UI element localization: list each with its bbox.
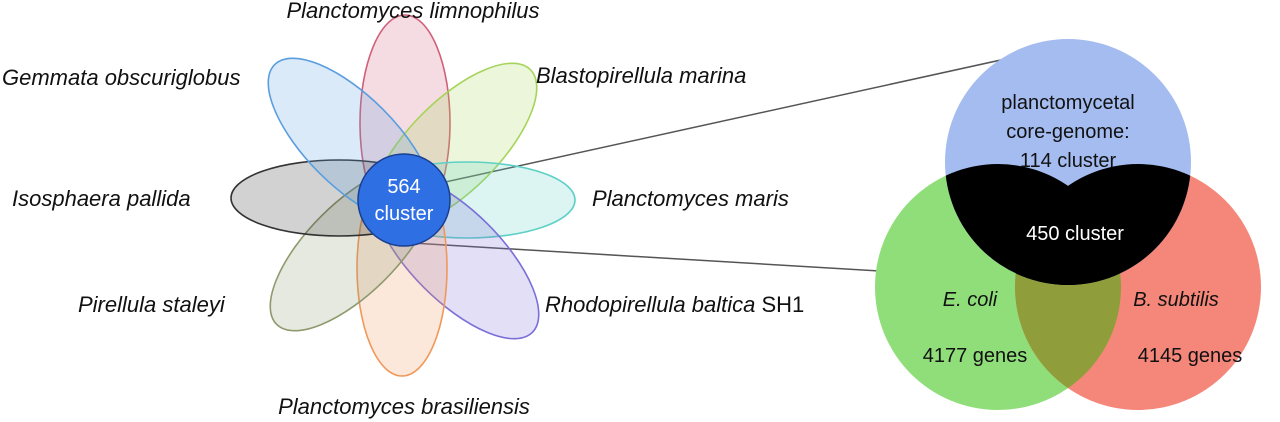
label-baltica-strain: SH1 [755, 292, 804, 317]
label-limnophilus: Planctomyces limnophilus [286, 0, 539, 23]
label-staleyi: Pirellula staleyi [78, 292, 226, 317]
shared-cluster-label: 450 cluster [1026, 223, 1124, 245]
label-pallida: Isosphaera pallida [12, 186, 191, 211]
ecoli-genes: 4177 genes [923, 345, 1028, 367]
core-cluster-count: 564 [387, 176, 420, 198]
venn-shared-region [945, 164, 1191, 285]
label-baltica: Rhodopirellula baltica SH1 [545, 292, 804, 317]
label-maris: Planctomyces maris [592, 186, 789, 211]
core-cluster-unit: cluster [375, 203, 434, 225]
label-brasiliensis: Planctomyces brasiliensis [278, 394, 530, 419]
core-genome-line-2: core-genome: [1006, 121, 1129, 143]
bsubtilis-genes: 4145 genes [1138, 345, 1243, 367]
venn-diagram [875, 39, 1261, 410]
label-obscuriglobus: Gemmata obscuriglobus [2, 65, 240, 90]
label-baltica-species: Rhodopirellula baltica [545, 292, 755, 317]
core-cluster-circle [357, 153, 451, 247]
bsubtilis-name: B. subtilis [1133, 289, 1219, 311]
core-genome-line-1: planctomycetal [1001, 92, 1134, 114]
core-genome-line-3: 114 cluster [1020, 150, 1117, 172]
label-marina: Blastopirellula marina [536, 63, 746, 88]
ecoli-name: E. coli [943, 289, 998, 311]
